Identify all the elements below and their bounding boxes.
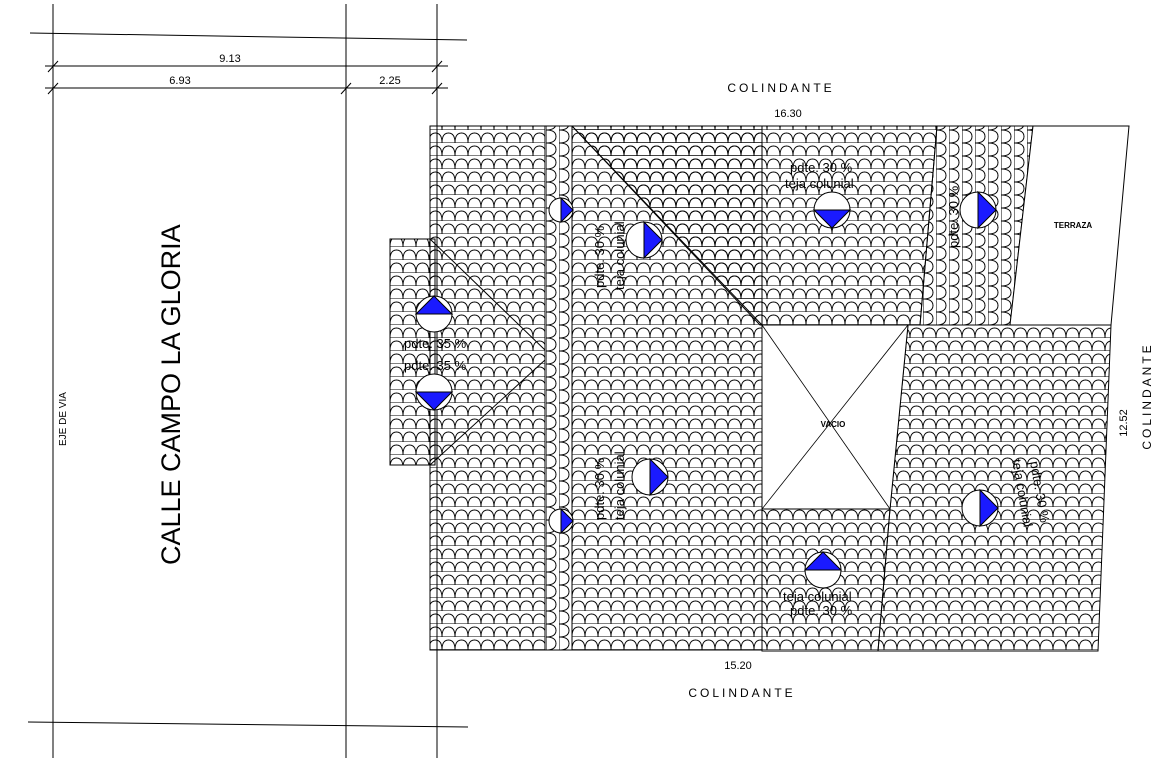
- note-top-tile: teja colunial: [785, 176, 854, 191]
- slope-arrow-icon: [414, 295, 454, 333]
- terrace-label: TERRAZA: [1054, 221, 1092, 230]
- void-label: VACIO: [821, 420, 846, 429]
- note-bottom-slope: pdte. 30 %: [790, 603, 853, 618]
- neighbor-top-label: COLINDANTE: [727, 81, 834, 95]
- terrace-area: [1009, 125, 1130, 326]
- dimension-total: 9.13: [219, 53, 240, 65]
- slope-arrow-icon: [548, 507, 574, 535]
- dimension-left: 6.93: [169, 75, 190, 87]
- note-strip-upper-tile: teja colunial: [612, 221, 627, 290]
- roof-plane-right: [877, 324, 1112, 652]
- dimension-chain: [45, 60, 448, 95]
- note-upper-right-slope: pdte. 30 %: [946, 185, 961, 248]
- slope-arrow-icon: [812, 191, 852, 229]
- roof-plane-left-wing: [389, 238, 436, 466]
- dimension-side: 12.52: [1118, 409, 1130, 437]
- slope-notes: pdte. 35 % pdte. 35 % pdte. 30 % teja co…: [404, 160, 1053, 618]
- slope-arrow-icon: [625, 220, 663, 260]
- street-axis-label: EJE DE VIA: [58, 392, 69, 446]
- dimension-right: 2.25: [379, 75, 400, 87]
- note-strip-upper-slope: pdte. 30 %: [592, 225, 607, 288]
- slope-arrow-icon: [414, 373, 454, 411]
- dimension-bottom: 15.20: [724, 660, 752, 672]
- neighbor-bottom-label: COLINDANTE: [688, 686, 795, 700]
- slope-markers: [414, 190, 999, 589]
- note-left-slope-2: pdte. 35 %: [404, 358, 467, 373]
- neighbor-right-label: COLINDANTE: [1140, 342, 1154, 449]
- slope-arrow-icon: [959, 190, 997, 230]
- street-name: CALLE CAMPO LA GLORIA: [156, 224, 186, 565]
- note-strip-lower-slope: pdte. 30 %: [592, 457, 607, 520]
- note-left-slope-1: pdte. 35 %: [404, 336, 467, 351]
- void-area: [761, 324, 909, 510]
- roof-planes: [389, 125, 1112, 652]
- slope-arrow-icon: [961, 488, 999, 528]
- dimension-top: 16.30: [774, 108, 802, 120]
- note-top-slope: pdte. 30 %: [790, 160, 853, 175]
- slope-arrow-icon: [631, 457, 669, 497]
- note-bottom-tile: teja colunial: [783, 589, 852, 604]
- note-strip-lower-tile: teja colunial: [612, 451, 627, 520]
- slope-arrow-icon: [548, 196, 574, 224]
- slope-arrow-icon: [803, 551, 843, 589]
